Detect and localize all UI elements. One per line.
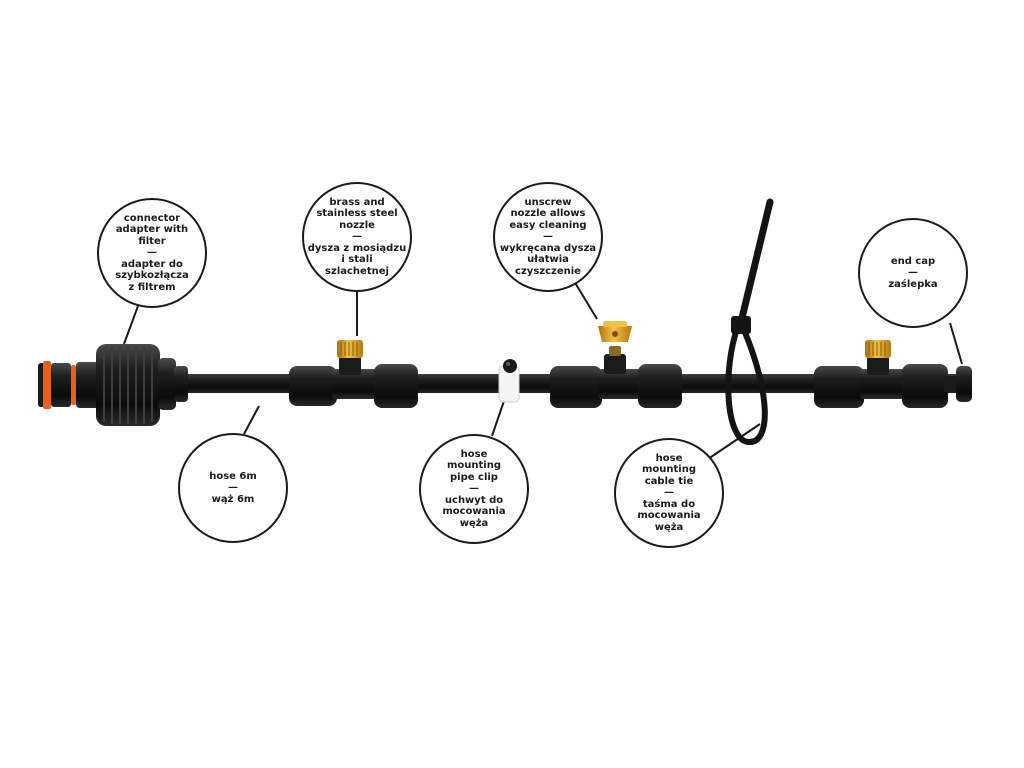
callout-text: wąż 6m xyxy=(211,493,255,505)
callout-end-cap: end cap — zaślepka xyxy=(858,218,968,328)
callout-separator: — xyxy=(664,487,674,499)
callout-text: brass and xyxy=(329,196,385,208)
pipe-clip xyxy=(498,359,520,403)
callout-unscrew-nozzle: unscrew nozzle allows easy cleaning — wy… xyxy=(493,182,603,292)
callout-text: nozzle allows xyxy=(510,208,586,220)
callout-text: szybkozłącza xyxy=(115,270,189,282)
leader-hose xyxy=(243,405,260,435)
callout-text: mounting xyxy=(641,464,696,476)
callout-text: zaślepka xyxy=(888,278,938,290)
callout-brass-nozzle: brass and stainless steel nozzle — dysza… xyxy=(302,182,412,292)
leader-unscrew xyxy=(573,280,598,320)
callout-text: pipe clip xyxy=(450,471,498,483)
nozzle-fitting-1 xyxy=(289,340,418,408)
callout-connector-adapter: connector adapter with filter — adapter … xyxy=(97,198,207,308)
callout-pipe-clip: hose mounting pipe clip — uchwyt do moco… xyxy=(419,434,529,544)
callout-text: taśma do xyxy=(642,498,696,510)
callout-separator: — xyxy=(908,267,918,279)
callout-text: węża xyxy=(654,521,684,533)
oring-right xyxy=(71,365,76,405)
leader-tie xyxy=(707,423,761,460)
connector-adapter xyxy=(38,344,188,426)
callout-text: easy cleaning xyxy=(509,219,587,231)
callout-text: filter xyxy=(138,235,166,247)
nozzle-fitting-2 xyxy=(550,321,682,408)
callout-text: mounting xyxy=(446,460,501,472)
callout-text: hose 6m xyxy=(209,470,257,482)
leader-lines xyxy=(123,280,963,460)
callout-text: wykręcana dysza xyxy=(499,242,597,254)
callout-text: stainless steel xyxy=(316,208,398,220)
leader-connector xyxy=(123,305,139,345)
callout-text: uchwyt do xyxy=(444,494,504,506)
callout-text: connector xyxy=(123,212,181,224)
callout-separator: — xyxy=(228,482,238,494)
callout-text: mocowania xyxy=(442,506,506,518)
callout-text: ułatwia xyxy=(527,254,569,266)
end-cap xyxy=(944,366,972,402)
callout-text: adapter do xyxy=(121,258,183,270)
callout-separator: — xyxy=(147,247,157,259)
callout-text: z filtrem xyxy=(128,281,176,293)
leader-endcap xyxy=(949,322,963,365)
callout-separator: — xyxy=(469,483,479,495)
callout-text: end cap xyxy=(890,255,936,267)
callout-text: szlachetnej xyxy=(325,265,389,277)
callout-text: hose xyxy=(460,448,488,460)
callout-hose: hose 6m — wąż 6m xyxy=(178,433,288,543)
callout-text: i stali xyxy=(341,254,373,266)
callout-separator: — xyxy=(352,231,362,243)
leader-clip xyxy=(491,397,506,437)
nozzle-fitting-3 xyxy=(814,340,948,408)
callout-text: węża xyxy=(459,517,489,529)
callout-text: hose xyxy=(655,452,683,464)
callout-text: czyszczenie xyxy=(515,265,581,277)
callout-text: mocowania xyxy=(637,510,701,522)
callout-separator: — xyxy=(543,231,553,243)
callout-text: nozzle xyxy=(339,219,375,231)
callout-cable-tie: hose mounting cable tie — taśma do mocow… xyxy=(614,438,724,548)
callout-text: unscrew xyxy=(524,196,572,208)
oring-left xyxy=(43,361,51,409)
callout-text: adapter with xyxy=(115,224,189,236)
callout-text: dysza z mosiądzu xyxy=(307,242,407,254)
cable-tie xyxy=(725,198,774,445)
callout-text: cable tie xyxy=(644,475,694,487)
